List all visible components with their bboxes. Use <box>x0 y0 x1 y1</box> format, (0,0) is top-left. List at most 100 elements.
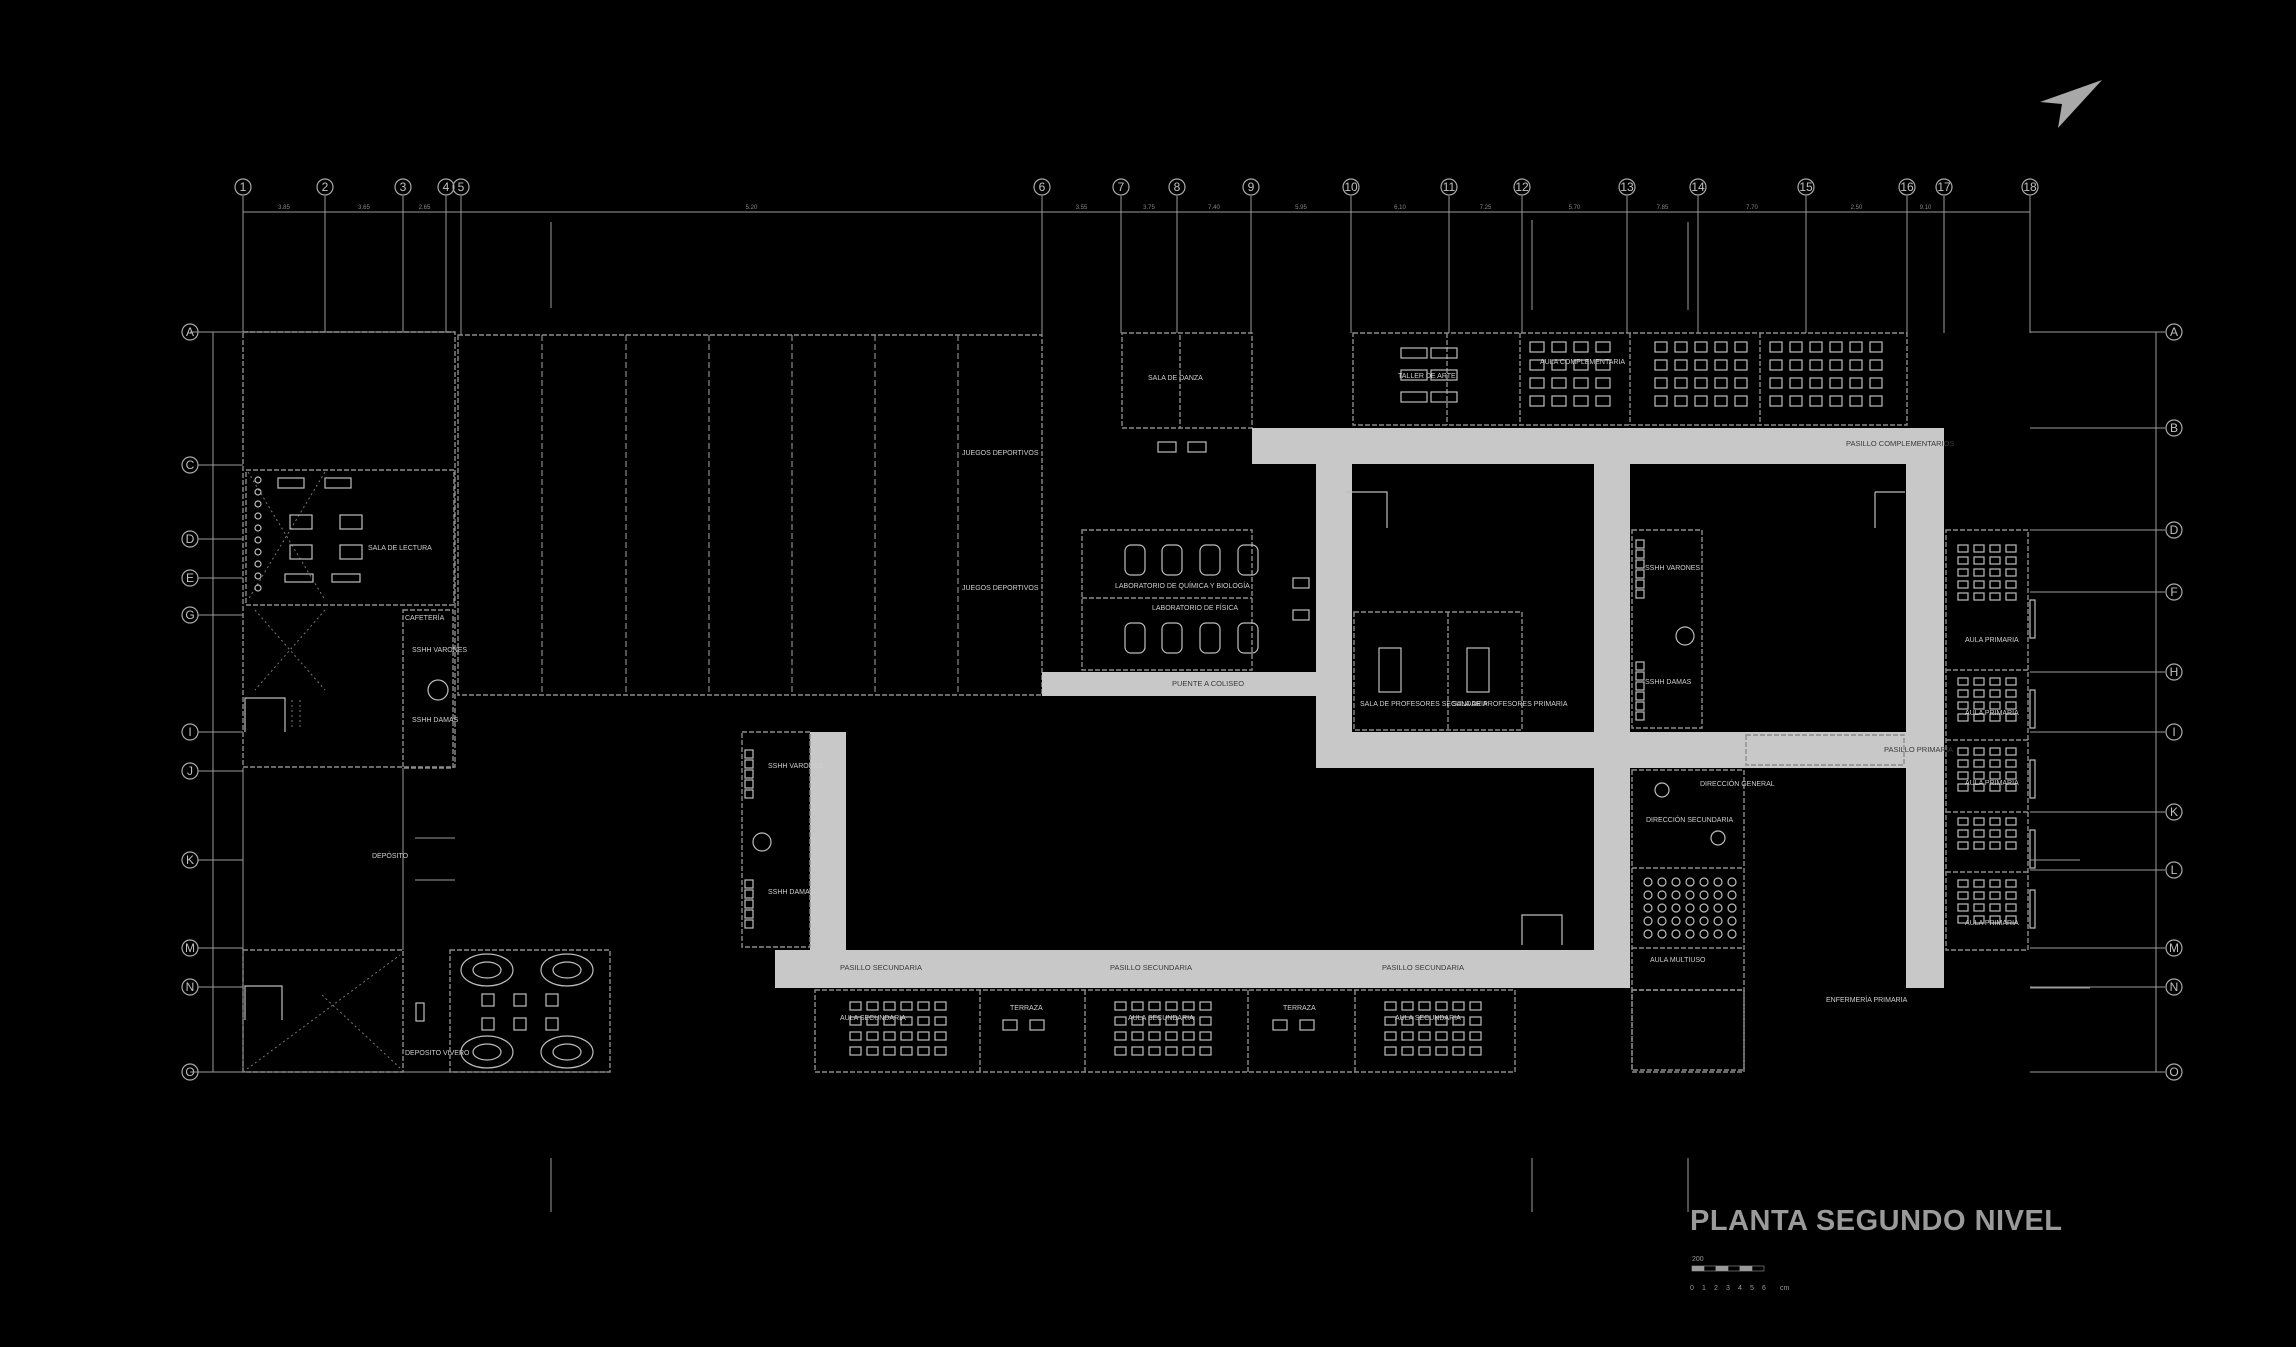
row-label-right-O: O <box>2169 1065 2178 1079</box>
room-label-aula-sec-1: AULA SECUNDARIA <box>840 1015 906 1022</box>
row-bubble-left-K <box>181 851 199 869</box>
room-label-sala-de-lectura: SALA DE LECTURA <box>368 545 432 552</box>
secondary-restrooms: SSHH VARONES SSHH DAMAS <box>741 731 823 948</box>
grid-bubble-13 <box>1618 178 1636 196</box>
row-bubble-right-H <box>2165 663 2183 681</box>
scale-segment <box>1751 1265 1765 1272</box>
scale-note: cm <box>1780 1285 1790 1292</box>
grid-label-4: 4 <box>443 180 450 194</box>
scale-tick-label: 2 <box>1714 1285 1718 1292</box>
row-bubble-left-M <box>181 939 199 957</box>
row-label-right-L: L <box>2171 863 2178 877</box>
row-bubble-right-M <box>2165 939 2183 957</box>
grid-bubble-1 <box>234 178 252 196</box>
col-dim-12: 7.85 <box>1657 205 1669 211</box>
room-label-sala-de-danza: SALA DE DANZA <box>1148 375 1203 382</box>
row-label-left-N: N <box>186 980 195 994</box>
row-bubble-right-D <box>2165 521 2183 539</box>
grid-label-11: 11 <box>1443 180 1456 194</box>
grid-bubble-11 <box>1440 178 1458 196</box>
grid-bubble-12 <box>1513 178 1531 196</box>
col-dim-6: 3.75 <box>1143 205 1155 211</box>
room-label-aula-prim-1: AULA PRIMARIA <box>1965 637 2019 644</box>
labs-block: LABORATORIO DE QUÍMICA Y BIOLOGÍA LABORA… <box>1081 529 1310 671</box>
room-label-aula-sec-3: AULA SECUNDARIA <box>1395 1015 1461 1022</box>
grid-bubble-16 <box>1898 178 1916 196</box>
col-dim-15: 9.10 <box>1920 205 1932 211</box>
room-label-deposito: DEPÓSITO <box>372 851 409 860</box>
row-bubble-left-C <box>181 456 199 474</box>
room-label-aula-prim-4: AULA PRIMARIA <box>1965 920 2019 927</box>
room-label-aula-prim-2: AULA PRIMARIA <box>1965 710 2019 717</box>
room-label-terraza-2: TERRAZA <box>1283 1005 1316 1012</box>
scale-tick-label: 3 <box>1726 1285 1730 1292</box>
scale-segment <box>1691 1265 1705 1272</box>
grid-bubble-2 <box>316 178 334 196</box>
row-label-right-M: M <box>2169 941 2179 955</box>
grid-label-14: 14 <box>1691 180 1705 194</box>
grid-bubble-14 <box>1689 178 1707 196</box>
row-label-left-J: J <box>187 764 193 778</box>
row-label-right-K: K <box>2170 805 2178 819</box>
room-label-juegos-1: JUEGOS DEPORTIVOS <box>962 450 1039 457</box>
row-bubble-right-I <box>2165 723 2183 741</box>
grid-label-1: 1 <box>240 180 247 194</box>
grid-label-16: 16 <box>1900 180 1914 194</box>
room-label-lab-fisica: LABORATORIO DE FÍSICA <box>1152 603 1238 612</box>
row-bubble-right-N <box>2165 978 2183 996</box>
north-block: SALA DE DANZA TALLER DE ARTE AULA COMPLE… <box>1121 332 1908 453</box>
scale-segment <box>1727 1265 1741 1272</box>
room-label-sala-prof-prim: SALA DE PROFESORES PRIMARIA <box>1452 701 1568 708</box>
grid-bubble-7 <box>1112 178 1130 196</box>
scale-segment <box>1739 1265 1753 1272</box>
room-label-terraza-1: TERRAZA <box>1010 1005 1043 1012</box>
row-label-right-I: I <box>2172 725 2175 739</box>
row-label-right-H: H <box>2170 665 2179 679</box>
grid-bubble-3 <box>394 178 412 196</box>
col-dim-10: 7.25 <box>1480 205 1492 211</box>
scale-segment <box>1703 1265 1717 1272</box>
grid-bubble-18 <box>2021 178 2039 196</box>
grid-label-15: 15 <box>1799 180 1813 194</box>
corridor-label-secundaria-3: PASILLO SECUNDARIA <box>1382 963 1464 972</box>
teachers-block: SALA DE PROFESORES SECUNDARIA SALA DE PR… <box>1353 611 1568 731</box>
direction-block: DIRECCIÓN GENERAL DIRECCIÓN SECUNDARIA A… <box>1631 734 1905 1071</box>
row-label-right-B: B <box>2170 421 2178 435</box>
primary-block: AULA PRIMARIA AULA PRIMARIA AULA PRIMARI… <box>1826 529 2036 1004</box>
grid-label-18: 18 <box>2023 180 2037 194</box>
col-dim-1: 3.65 <box>358 205 370 211</box>
col-dim-11: 5.70 <box>1569 205 1581 211</box>
grid-bubble-5 <box>452 178 470 196</box>
room-label-depo-vivero: DEPOSITO VIVERO <box>405 1050 470 1057</box>
grid-label-8: 8 <box>1174 180 1181 194</box>
row-bubble-right-B <box>2165 419 2183 437</box>
room-label-sala-prof-sec: SALA DE PROFESORES SECUNDARIA <box>1360 701 1488 708</box>
grid-label-3: 3 <box>400 180 407 194</box>
room-label-aula-multiuso: AULA MULTIUSO <box>1650 957 1706 964</box>
plan-title: PLANTA SEGUNDO NIVEL <box>1690 1205 2063 1237</box>
grid-bubble-6 <box>1033 178 1051 196</box>
corridor-label-primaria: PASILLO PRIMARIA <box>1884 745 1953 754</box>
secondary-block: AULA SECUNDARIA TERRAZA AULA SECUNDARIA … <box>814 989 1745 1073</box>
grid-label-2: 2 <box>322 180 329 194</box>
col-dim-14: 2.50 <box>1851 205 1863 211</box>
room-label-sshh-damas-1: SSHH DAMAS <box>412 717 459 724</box>
row-bubble-right-K <box>2165 803 2183 821</box>
row-label-left-G: G <box>185 608 194 622</box>
row-bubble-left-D <box>181 530 199 548</box>
room-label-cafeteria: CAFETERÍA <box>405 613 445 622</box>
room-label-direccion: DIRECCIÓN GENERAL <box>1700 779 1775 788</box>
row-label-left-E: E <box>186 571 194 585</box>
row-label-right-D: D <box>2170 523 2179 537</box>
row-bubble-right-F <box>2165 583 2183 601</box>
col-dim-2: 2.65 <box>419 205 431 211</box>
room-label-taller-arte: TALLER DE ARTE <box>1398 373 1456 380</box>
row-label-left-I: I <box>188 725 191 739</box>
corridor-label-secundaria-2: PASILLO SECUNDARIA <box>1110 963 1192 972</box>
room-label-sshh-varones-2: SSHH VARONES <box>1645 565 1700 572</box>
row-label-left-K: K <box>186 853 194 867</box>
